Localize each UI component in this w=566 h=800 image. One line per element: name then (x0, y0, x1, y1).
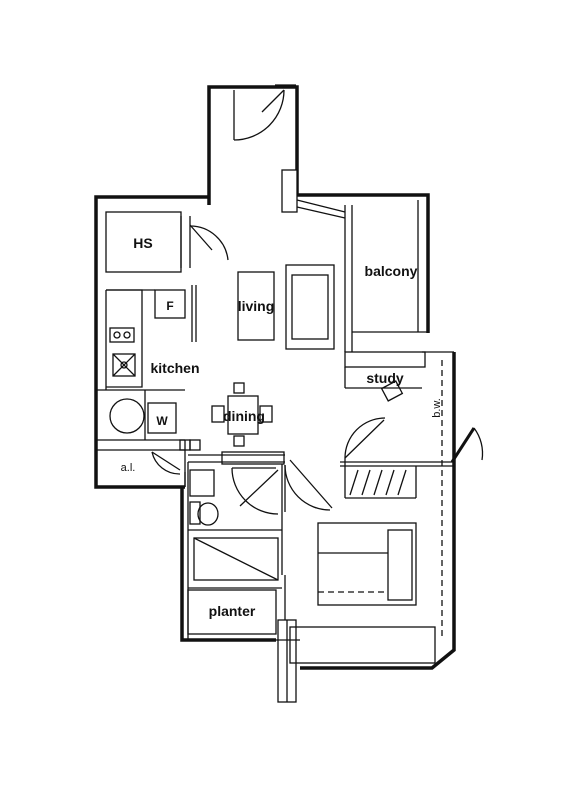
kitchen: F kitchen (105, 285, 200, 390)
bedroom (284, 459, 454, 664)
dining-area: dining (211, 382, 273, 447)
sink (112, 353, 136, 377)
washer (147, 402, 177, 434)
hob (109, 327, 135, 343)
room-label-living: living (238, 298, 275, 314)
sofa (285, 264, 335, 350)
room-label-planter: planter (209, 603, 256, 619)
bathroom (187, 451, 285, 640)
washer-drum (109, 398, 145, 434)
label-fridge: F (166, 299, 173, 313)
household-shelter: HS (105, 211, 229, 273)
balcony: balcony (344, 200, 428, 352)
entrance-door (233, 84, 296, 141)
room-label-hs: HS (133, 235, 152, 251)
toilet (197, 502, 219, 526)
study-chair (380, 380, 404, 402)
living-area: living (237, 264, 335, 350)
label-bay-window: b.w. (431, 398, 443, 418)
fridge (154, 289, 186, 319)
bay-window: b.w. (422, 351, 484, 640)
service-yard: W a.l. (96, 389, 186, 487)
column (281, 169, 298, 213)
planter: planter (187, 589, 277, 635)
study: study (344, 351, 426, 402)
basin (189, 469, 215, 497)
room-label-kitchen: kitchen (150, 360, 199, 376)
entry-frame (276, 619, 300, 703)
shower (193, 537, 279, 581)
room-label-balcony: balcony (365, 263, 418, 279)
room-label-study: study (366, 370, 404, 386)
label-aircon-ledge: a.l. (121, 462, 136, 474)
bed (317, 522, 417, 606)
dining-table (227, 395, 259, 435)
outer-walls (94, 85, 456, 670)
label-washer: W (156, 414, 168, 428)
coffee-table (237, 271, 275, 341)
room-label-dining: dining (223, 408, 265, 424)
